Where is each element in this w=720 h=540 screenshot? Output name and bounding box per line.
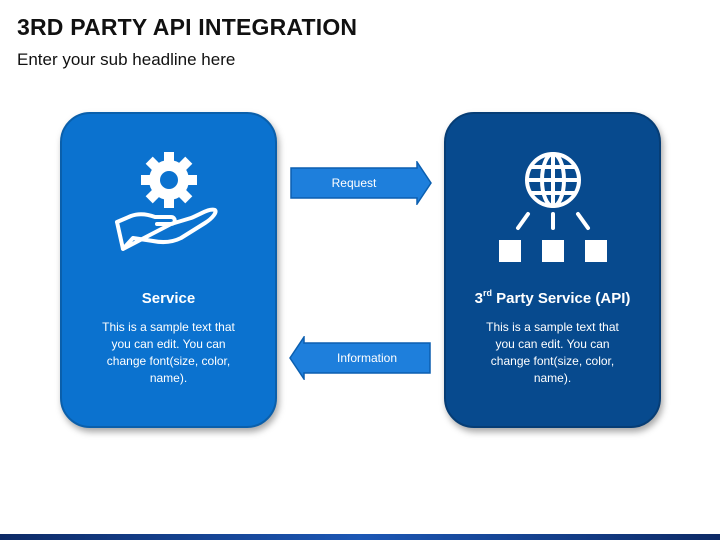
api-service-description: This is a sample text that you can edit.…	[486, 320, 619, 385]
api-service-heading: 3rd Party Service (API)	[474, 288, 631, 307]
page-subtitle: Enter your sub headline here	[17, 50, 236, 69]
request-label: Request	[331, 176, 377, 190]
information-arrow: Information	[289, 336, 431, 380]
request-arrow: Request	[290, 161, 432, 205]
footer-bar	[0, 534, 720, 540]
globe-network-icon	[446, 150, 659, 268]
page-title: 3RD PARTY API INTEGRATION	[17, 14, 358, 40]
service-heading: Service	[141, 290, 196, 307]
information-label: Information	[336, 351, 398, 365]
gear-hand-icon	[62, 150, 275, 260]
api-service-card: 3rd Party Service (API) This is a sample…	[444, 112, 661, 428]
service-description: This is a sample text that you can edit.…	[102, 320, 235, 385]
service-card: Service This is a sample text that you c…	[60, 112, 277, 428]
